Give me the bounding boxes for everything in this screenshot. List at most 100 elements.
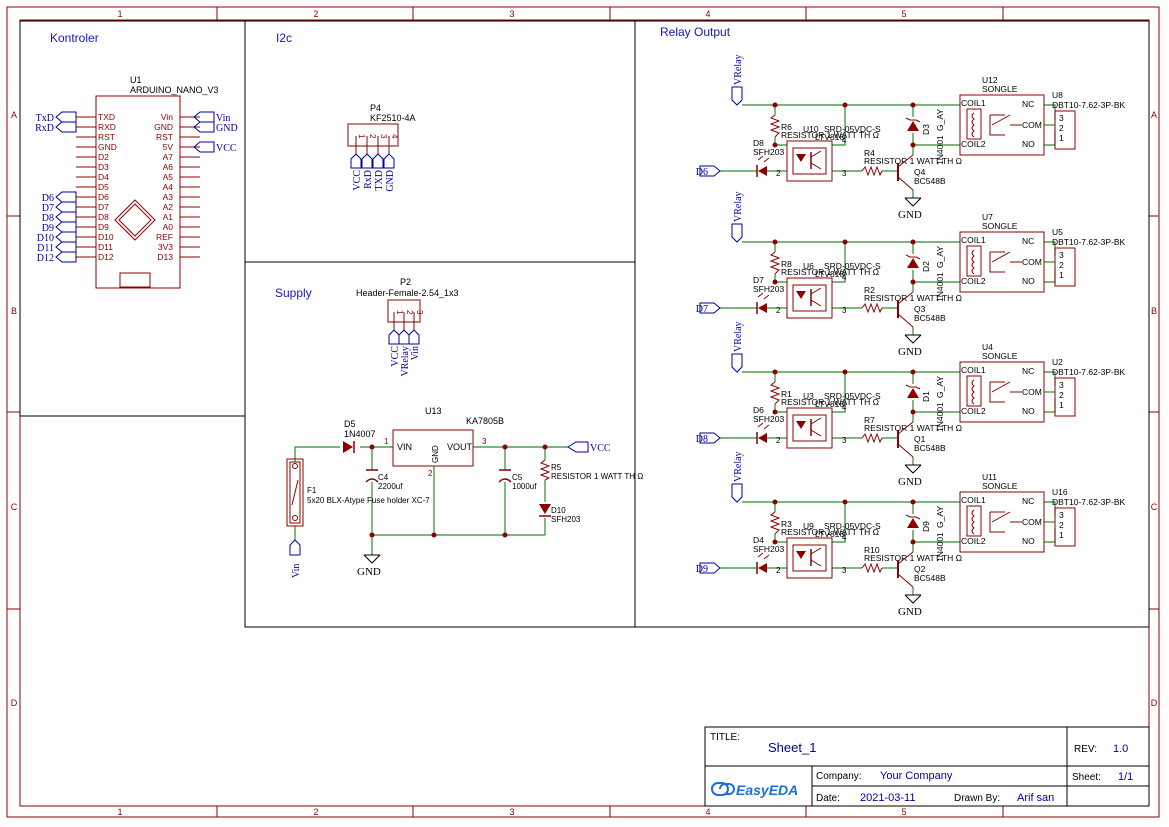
arduino-left-pin-label: GND (98, 142, 117, 152)
base-resistor (861, 165, 883, 177)
opto-ref: U10 (803, 124, 819, 134)
arduino-right-pin-label: 5V (163, 142, 174, 152)
vrelay-net-label: VRelay (733, 321, 744, 352)
arduino-chip-inner (118, 203, 152, 237)
base-resistor-ref: R4 (864, 148, 875, 158)
terminal-pin-label: 2 (1059, 390, 1064, 400)
relay-coil-winding (971, 249, 975, 275)
relay-ref: U4 (982, 342, 993, 352)
base-resistor-ref: R2 (864, 285, 875, 295)
pullup-resistor (769, 511, 781, 535)
arduino-left-pin-label: D10 (98, 232, 114, 242)
opto-led (796, 421, 806, 429)
led-emission-arrows (757, 422, 770, 430)
relay-coil-winding (971, 112, 975, 138)
arduino-right-pin-label: A7 (163, 152, 174, 162)
wire-junction (772, 369, 778, 375)
frame-row-label: D (1151, 698, 1158, 708)
net-flag-label: D7 (42, 203, 54, 214)
arduino-right-pin-label: Vin (161, 112, 173, 122)
led-value: SFH203 (753, 414, 784, 424)
opto-pin: 3 (842, 306, 847, 315)
arduino-left-pin-label: D3 (98, 162, 109, 172)
arduino-left-pin-label: D11 (98, 242, 113, 252)
opto-transistor-legs (810, 547, 822, 567)
flyback-diode-ref: D1 (921, 391, 931, 402)
net-flag-label: Vin (216, 113, 230, 124)
arduino-left-pin-label: D8 (98, 212, 109, 222)
relay-ref: U7 (982, 212, 993, 222)
terminal-ref: U8 (1052, 90, 1063, 100)
opto-led (796, 551, 806, 559)
relay-coil2-label: COIL2 (961, 536, 986, 546)
opto-value: LTV816 (815, 529, 844, 539)
arduino-body (95, 95, 181, 289)
transistor-value: BC548B (914, 313, 946, 323)
flyback-diode-value: 1N4001 (935, 135, 945, 165)
company-value: Your Company (880, 770, 953, 782)
opto-value: LTV816 (815, 399, 844, 409)
input-net-flag (699, 302, 721, 314)
relay-sub-label: G_AY (935, 376, 945, 398)
terminal-block (1054, 507, 1076, 547)
pullup-value: RESISTOR 1 WATT TH Ω (781, 267, 879, 277)
wire-junction (910, 539, 916, 545)
flyback-diode-ref: D2 (921, 261, 931, 272)
opto-transistor-legs (810, 287, 822, 307)
terminal-block (1054, 247, 1076, 287)
relay-body (959, 491, 1045, 553)
wire-junction (842, 499, 848, 505)
u13-value: KA7805B (466, 416, 504, 426)
optocoupler-inner (792, 147, 827, 175)
net-flag (55, 221, 77, 233)
npn-transistor-legs (897, 291, 914, 328)
vcc-net-flag (567, 441, 589, 453)
vrelay-net-flag (731, 223, 743, 243)
vin-net-label: Vin (291, 564, 302, 578)
frame-row-label: B (1151, 306, 1157, 316)
u13-pin2: 2 (428, 469, 433, 478)
vin-net-flag (289, 539, 301, 556)
flyback-diode (907, 258, 919, 268)
relay-body (959, 361, 1045, 423)
vrelay-net-flag (731, 353, 743, 373)
vrelay-net-flag (731, 86, 743, 106)
wire-junction (910, 102, 916, 108)
relay-no-label: NO (1022, 276, 1035, 286)
c4-capacitor (365, 469, 379, 483)
section-borders (19, 20, 1150, 628)
c5-capacitor (498, 469, 512, 483)
wire-junction (910, 142, 916, 148)
net-flag (350, 153, 362, 169)
title-label: TITLE: (710, 732, 740, 743)
optocoupler (786, 407, 833, 449)
drawn-value: Arif san (1017, 792, 1054, 804)
relay-contacts (989, 114, 1022, 136)
net-flag-label: VCC (216, 143, 237, 154)
base-resistor-value: RESISTOR 1 WATT TH Ω (864, 156, 962, 166)
optocoupler-inner (792, 544, 827, 572)
input-net-flag (699, 432, 721, 444)
arduino-right-pin-label: A4 (163, 182, 174, 192)
net-flag-label: D8 (42, 213, 54, 224)
led-emission-arrows (757, 292, 770, 300)
base-resistor-value: RESISTOR 1 WATT TH Ω (864, 553, 962, 563)
pullup-value: RESISTOR 1 WATT TH Ω (781, 130, 879, 140)
relay-ref: U11 (982, 472, 997, 482)
relay-ref: U12 (982, 75, 998, 85)
wire (1044, 131, 1056, 146)
arduino-pins: TXDRXDRSTGNDD2D3D4D5D6D7D8D9D10D11D12Vin… (35, 111, 238, 264)
base-resistor (861, 432, 883, 444)
f1-fuse (286, 458, 304, 527)
input-net-label: D6 (696, 167, 708, 178)
wire-junction (842, 369, 848, 375)
optocoupler (786, 140, 833, 182)
opto-pin: 2 (776, 436, 781, 445)
arduino-chip-outline (114, 199, 156, 241)
relay-contacts (989, 381, 1022, 403)
terminal-ref: U2 (1052, 357, 1063, 367)
